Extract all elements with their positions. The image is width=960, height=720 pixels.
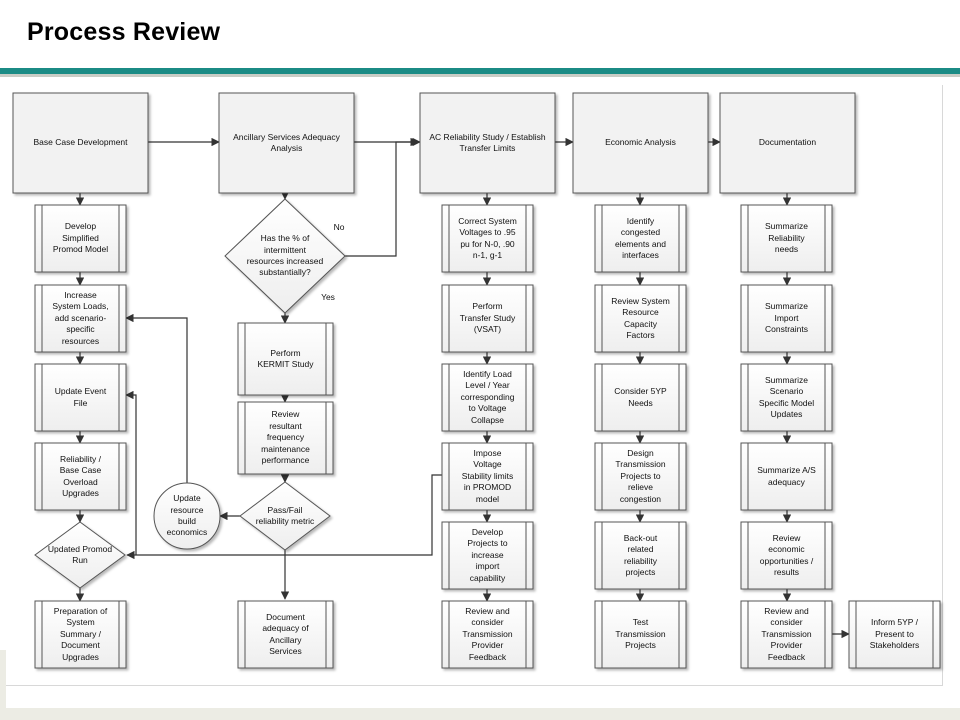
doc-step-1 — [740, 204, 833, 273]
doc-step-5 — [740, 521, 833, 590]
ac-step-6 — [441, 600, 534, 669]
header-4 — [572, 92, 709, 194]
ac-step-2 — [441, 284, 534, 353]
footer-band-left — [0, 650, 6, 710]
econ-step-4 — [594, 442, 687, 511]
econ-step-3 — [594, 363, 687, 432]
doc-step-2 — [740, 284, 833, 353]
econ-step-5 — [594, 521, 687, 590]
ac-step-3 — [441, 363, 534, 432]
intermittent-decision — [224, 198, 346, 314]
perform-kermit — [237, 322, 334, 396]
econ-step-6 — [594, 600, 687, 669]
econ-step-2 — [594, 284, 687, 353]
arrow-no-to-ac — [345, 137, 419, 257]
doc-step-3 — [740, 363, 833, 432]
doc-step-6 — [740, 600, 833, 669]
ac-step-4 — [441, 442, 534, 511]
updated-promod-run-decision — [34, 521, 126, 589]
econ-step-1 — [594, 204, 687, 273]
a-update-to-increase — [125, 313, 188, 483]
header-5 — [719, 92, 856, 194]
header-3 — [419, 92, 556, 194]
base-step-2 — [34, 284, 127, 353]
footer-band — [0, 708, 960, 720]
document-ancillary — [237, 600, 334, 669]
base-step-4 — [34, 442, 127, 511]
title-divider — [0, 68, 960, 74]
inform-5yp — [848, 600, 941, 669]
update-resource-economics — [153, 482, 221, 550]
header-1 — [12, 92, 149, 194]
base-step-6 — [34, 600, 127, 669]
page-title: Process Review — [27, 18, 221, 46]
review-frequency — [237, 401, 334, 475]
title-divider-shadow — [0, 74, 960, 77]
ac-step-1 — [441, 204, 534, 273]
doc-step-4 — [740, 442, 833, 511]
base-step-3 — [34, 363, 127, 432]
pass-fail-decision — [239, 481, 331, 551]
base-step-1 — [34, 204, 127, 273]
header-2 — [218, 92, 355, 194]
a-to-update-event — [125, 390, 137, 555]
a-ac-to-promod — [126, 474, 442, 560]
ac-step-5 — [441, 521, 534, 590]
